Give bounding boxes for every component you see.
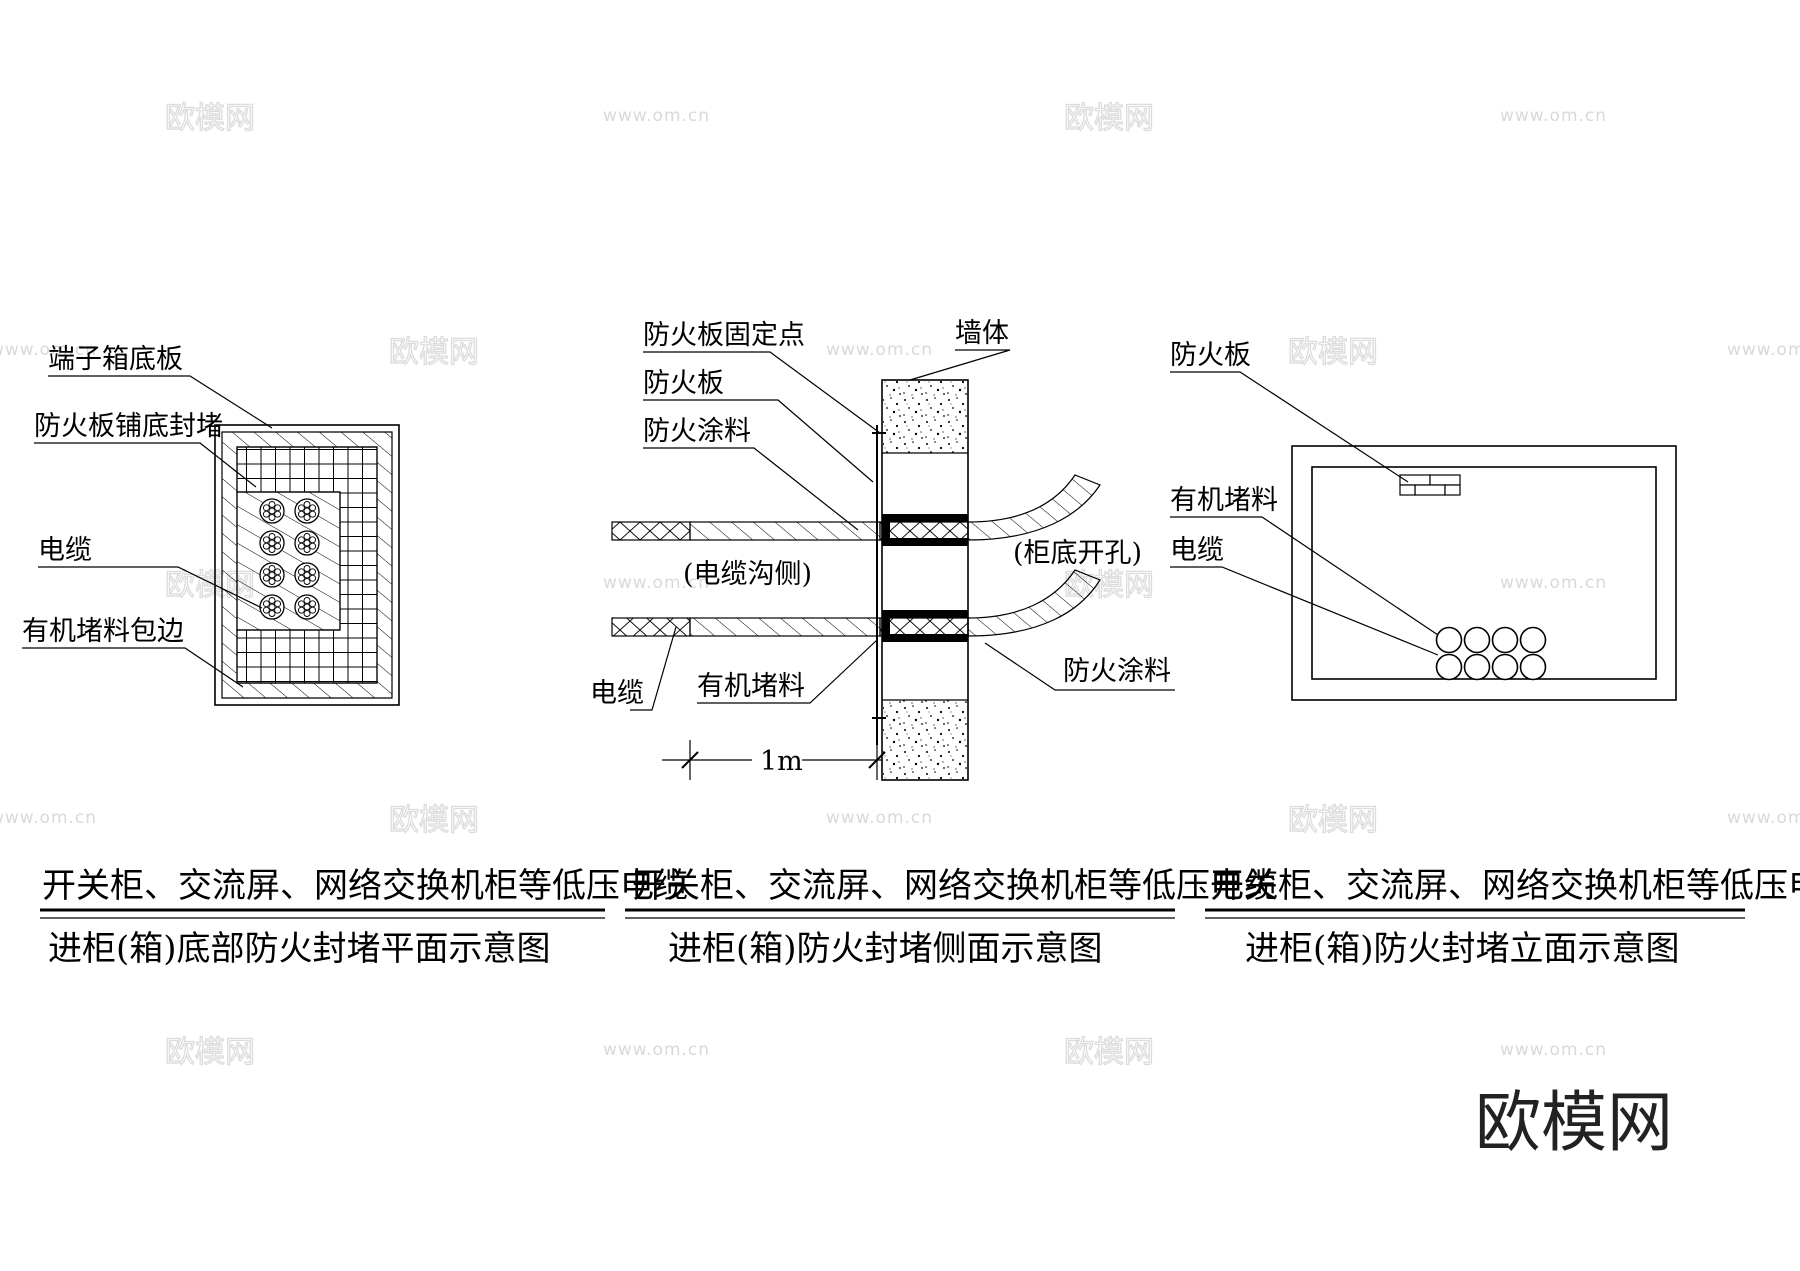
leader-line [697, 639, 878, 704]
label-fireboard-seal: 防火板铺底封堵 [34, 411, 223, 442]
label-cabinet-hole: (柜底开孔) [1013, 538, 1142, 569]
organic-putty [882, 610, 968, 642]
label-fix-point: 防火板固定点 [643, 320, 805, 351]
watermark-url: www.om.cn [1727, 808, 1800, 828]
watermark-text: 欧模网 [1064, 101, 1154, 136]
watermark-url: www.om.cn [0, 340, 97, 360]
cable-section [1519, 653, 1547, 681]
cable-section [1435, 653, 1463, 681]
watermark-text: 欧模网 [165, 101, 255, 136]
organic-putty-area [236, 491, 341, 631]
plan-title-line1: 开关柜、交流屏、网络交换机柜等低压电缆 [42, 866, 688, 906]
dimension-tick [868, 751, 886, 769]
label-terminal-board: 端子箱底板 [48, 344, 183, 375]
cable-section [259, 530, 285, 556]
plan-view: 端子箱底板 防火板铺底封堵 电缆 有机堵料包边 开关柜、交流屏、网络交换机柜等低… [22, 344, 688, 969]
cable-section [259, 594, 285, 620]
cable-section [294, 498, 320, 524]
leader-line [48, 375, 273, 429]
leader-line [34, 442, 257, 488]
label-cable: 电缆 [38, 535, 92, 566]
cable [879, 521, 969, 541]
label-fire-coating: 防火涂料 [1063, 656, 1171, 687]
cable-section [259, 498, 285, 524]
cable [879, 617, 969, 637]
cable-section [259, 562, 285, 588]
fire-coating [967, 569, 1101, 637]
watermark-url: www.om.cn [826, 340, 933, 360]
watermark-url: www.om.cn [603, 106, 710, 126]
leader-line [1170, 516, 1439, 636]
leader-line [643, 399, 874, 483]
watermark-url: www.om.cn [603, 573, 710, 593]
label-fireboard: 防火板 [1170, 340, 1251, 371]
cable [611, 521, 691, 541]
side-title-line2: 进柜(箱)防火封堵侧面示意图 [668, 929, 1103, 969]
watermark-text: 欧模网 [1288, 803, 1378, 838]
label-organic-putty: 有机堵料 [697, 671, 805, 702]
watermark-text: 欧模网 [389, 335, 479, 370]
watermark-url: www.om.cn [603, 1040, 710, 1060]
cable-section [1463, 653, 1491, 681]
side-view: 1m 防火板固定点 墙体 防火板 防火涂料 (电缆沟侧) (柜底开孔) 电缆 有… [590, 318, 1278, 969]
leader-line [984, 642, 1175, 691]
cable-section [1491, 653, 1519, 681]
label-fire-coating: 防火涂料 [643, 416, 751, 447]
label-fireboard: 防火板 [643, 368, 724, 399]
wall-concrete [883, 700, 967, 779]
label-cable: 电缆 [1170, 535, 1224, 566]
cable-section [1463, 626, 1491, 654]
watermark-url: www.om.cn [0, 808, 97, 828]
fireboard-symbol [1399, 474, 1461, 496]
watermark-url: www.om.cn [1727, 340, 1800, 360]
leader-line [909, 349, 1011, 381]
fire-coating [689, 617, 881, 637]
dimension-value: 1m [760, 746, 803, 777]
terminal-box-outline [214, 424, 400, 706]
cable-section [1491, 626, 1519, 654]
cable-section [294, 562, 320, 588]
label-cable: 电缆 [590, 678, 644, 709]
watermark-url: www.om.cn [1500, 106, 1607, 126]
watermark-text: 欧模网 [165, 1035, 255, 1070]
label-trench-side: (电缆沟侧) [683, 559, 812, 590]
cable-section [294, 530, 320, 556]
wall-concrete [883, 381, 967, 453]
leader-line [630, 626, 677, 711]
watermark-text: 欧模网 [1064, 1035, 1154, 1070]
elevation-title-line2: 进柜(箱)防火封堵立面示意图 [1245, 929, 1680, 969]
leader-line [22, 647, 244, 688]
cable-section [1519, 626, 1547, 654]
elevation-title-line1: 开关柜、交流屏、网络交换机柜等低压电缆 [1210, 866, 1800, 906]
fire-coating [967, 474, 1101, 541]
watermark-text: 欧模网 [389, 803, 479, 838]
leader-line [643, 447, 859, 531]
elevation-view: 防火板 有机堵料 电缆 开关柜、交流屏、网络交换机柜等低压电缆 进柜(箱)防火封… [1170, 340, 1800, 969]
cable [611, 617, 691, 637]
label-organic-putty: 有机堵料 [1170, 485, 1278, 516]
leader-line [1170, 566, 1439, 656]
cable-section [294, 594, 320, 620]
organic-putty [882, 514, 968, 546]
cabinet-opening [1311, 466, 1657, 680]
corner-logo: 欧模网 [1475, 1084, 1673, 1161]
cable-section [1435, 626, 1463, 654]
leader-line [643, 351, 881, 434]
watermark-text: 欧模网 [1288, 335, 1378, 370]
watermark-url: www.om.cn [826, 808, 933, 828]
leader-line [1170, 371, 1409, 483]
plan-title-line2: 进柜(箱)底部防火封堵平面示意图 [48, 929, 551, 969]
side-title-line1: 开关柜、交流屏、网络交换机柜等低压电缆 [632, 866, 1278, 906]
cabinet-outline [1291, 445, 1677, 701]
leader-line [38, 566, 263, 609]
dimension-bg [752, 744, 802, 776]
label-wall: 墙体 [955, 318, 1009, 349]
label-organic-edge: 有机堵料包边 [22, 616, 184, 647]
watermark-url: www.om.cn [1500, 573, 1607, 593]
cable-row [1435, 626, 1547, 681]
dimension-tick [681, 751, 699, 769]
watermark-url: www.om.cn [1500, 1040, 1607, 1060]
